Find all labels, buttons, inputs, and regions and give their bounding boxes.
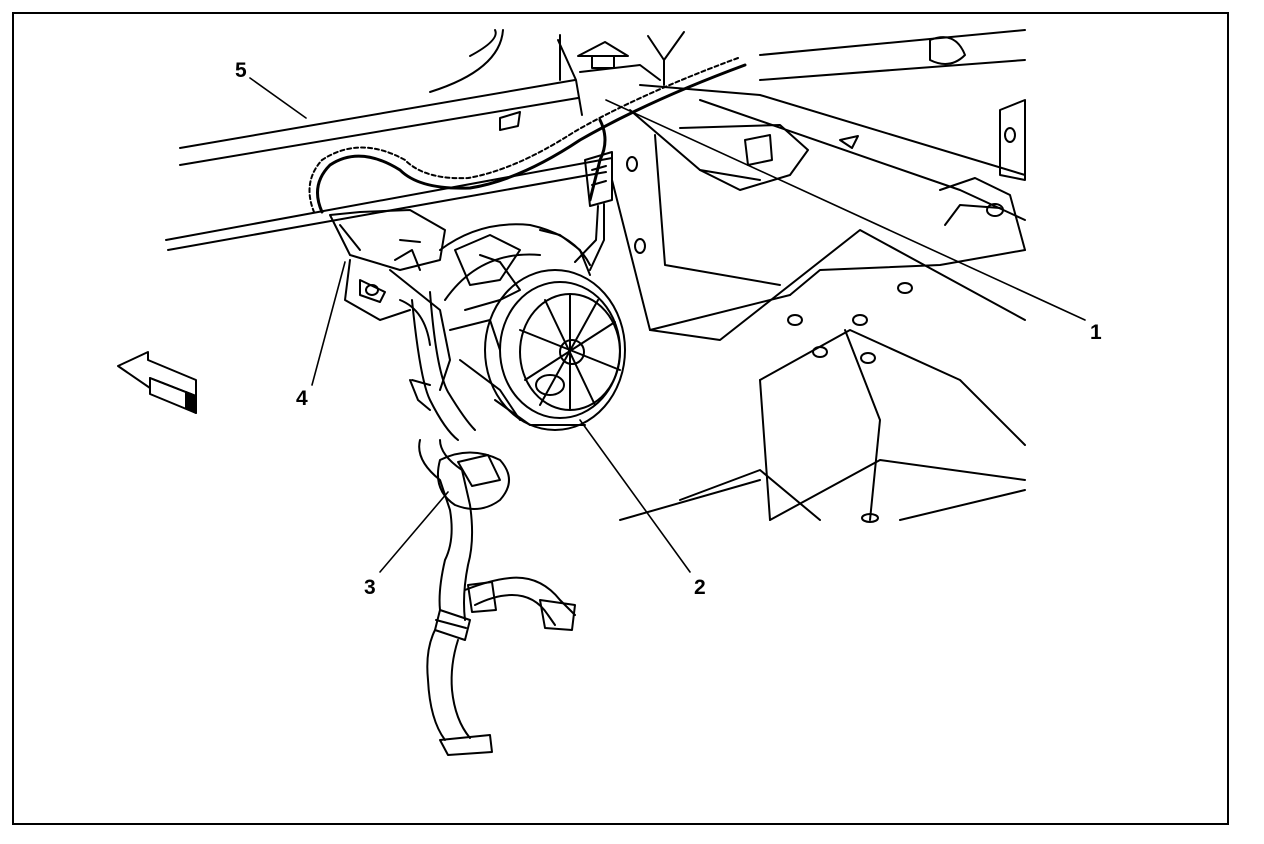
leader-line-5 [249, 77, 307, 119]
leader-line-3 [379, 491, 449, 573]
up-arrow-icon [577, 31, 685, 86]
callout-1: 1 [1090, 321, 1102, 344]
frame-rail [165, 29, 661, 251]
callout-4: 4 [296, 387, 308, 410]
air-hose [411, 291, 576, 756]
callout-5: 5 [235, 59, 247, 82]
leader-line-2 [579, 419, 691, 573]
callout-2: 2 [694, 576, 706, 599]
leader-lines [249, 77, 1086, 573]
leader-line-4 [311, 261, 346, 386]
front-direction-arrow-icon [117, 351, 197, 414]
air-injection-pump [409, 223, 626, 431]
body-panel [611, 29, 1026, 523]
callout-3: 3 [364, 576, 376, 599]
diagram-frame [12, 12, 1229, 825]
wiring-harness [308, 57, 747, 214]
leader-line-1 [605, 99, 1086, 321]
pump-bracket [329, 209, 451, 391]
